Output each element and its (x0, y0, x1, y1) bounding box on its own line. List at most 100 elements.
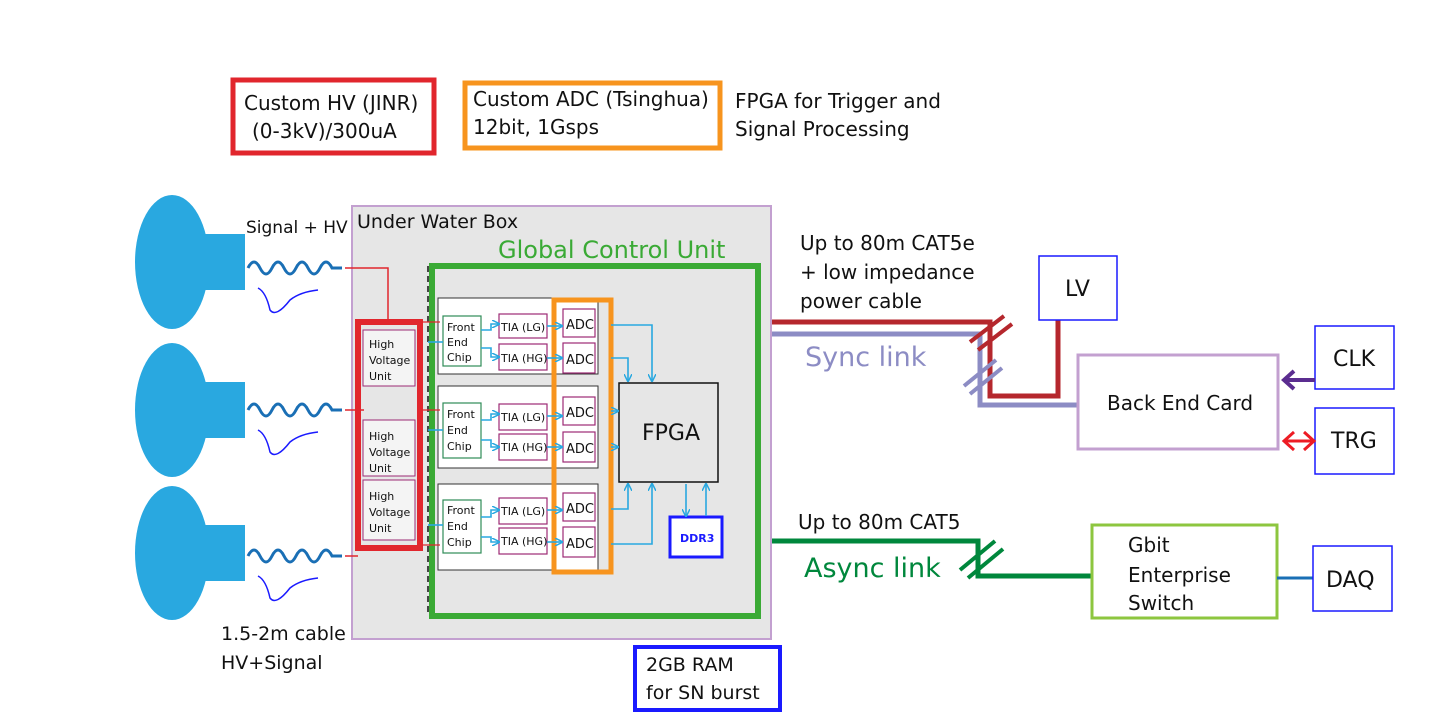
tia-lg-label: TIA (LG) (500, 321, 545, 334)
tia-lg-label: TIA (LG) (500, 411, 545, 424)
svg-text:Up to 80m CAT5e: Up to 80m CAT5e (800, 231, 975, 255)
adc-label: ADC (566, 537, 594, 552)
adc-label: ADC (566, 502, 594, 517)
adc-boxes (562, 308, 596, 558)
back-end-card (1076, 353, 1280, 451)
adc-labels: ADC ADC ADC ADC ADC ADC (566, 318, 594, 552)
sync-link-line (772, 331, 1078, 408)
svg-text:Unit: Unit (369, 462, 392, 475)
legend-hv-line1: Custom HV (JINR) (244, 91, 418, 115)
async-link-line (772, 538, 1092, 579)
cable-break-icon (962, 358, 1004, 396)
clk-box (1314, 325, 1395, 390)
pmt-2 (135, 343, 245, 477)
front-end-chip-1: Front End Chip (442, 315, 482, 367)
lv-box (1038, 255, 1118, 321)
legend-fpga: FPGA for Trigger and Signal Processing (735, 89, 941, 141)
ram-legend-box (633, 645, 782, 712)
async-link-label: Async link (804, 553, 941, 584)
svg-text:+ low impedance: + low impedance (800, 260, 975, 284)
signal-hv-label: Signal + HV (246, 218, 348, 238)
ddr3-label: DDR3 (680, 532, 714, 545)
svg-text:Chip: Chip (447, 351, 472, 364)
hvu-3: High Voltage Unit (362, 479, 416, 541)
pmt-1 (135, 195, 245, 329)
tia-lg-label: TIA (LG) (500, 505, 545, 518)
svg-text:Voltage: Voltage (369, 506, 410, 519)
cat5e-label: Up to 80m CAT5e + low impedance power ca… (800, 231, 975, 313)
fpga-block (618, 382, 719, 483)
svg-text:Unit: Unit (369, 370, 392, 383)
svg-text:End: End (447, 424, 468, 437)
tia-hg-label: TIA (HG) (500, 352, 547, 365)
switch-label-line1: Gbit (1128, 533, 1170, 557)
clk-label: CLK (1333, 347, 1376, 372)
lv-label: LV (1065, 277, 1090, 302)
cable-break-icon (958, 539, 1005, 580)
adc-label: ADC (566, 318, 594, 333)
svg-text:Front: Front (447, 504, 476, 517)
adc-label: ADC (566, 442, 594, 457)
cable-signal-wave-icon (246, 260, 342, 564)
svg-text:Voltage: Voltage (369, 354, 410, 367)
svg-text:Voltage: Voltage (369, 446, 410, 459)
legend-fpga-line1: FPGA for Trigger and (735, 89, 941, 113)
back-end-card-label: Back End Card (1107, 391, 1253, 415)
gbit-switch (1090, 523, 1279, 620)
tia-group-3: TIA (LG) TIA (HG) (498, 497, 548, 555)
svg-text:Chip: Chip (447, 440, 472, 453)
front-end-chip-3: Front End Chip (442, 499, 482, 554)
sync-link-label: Sync link (805, 342, 927, 373)
svg-text:High: High (369, 338, 394, 351)
photomultiplier-tube-icon (135, 343, 209, 477)
legend-adc-line1: Custom ADC (Tsinghua) (473, 87, 709, 111)
tia-group-1: TIA (LG) TIA (HG) (498, 313, 548, 371)
svg-text:1.5-2m cable: 1.5-2m cable (221, 623, 346, 645)
photomultiplier-tube-icon (135, 195, 209, 329)
legend-hv: Custom HV (JINR) (0-3kV)/300uA (230, 77, 437, 156)
daq-label: DAQ (1326, 568, 1375, 593)
trg-box (1314, 407, 1395, 475)
hvu-2: High Voltage Unit (362, 419, 416, 477)
svg-text:Front: Front (447, 321, 476, 334)
cat5-label: Up to 80m CAT5 (798, 510, 960, 534)
ddr3-block (668, 515, 724, 559)
svg-text:High: High (369, 430, 394, 443)
hvu-1: High Voltage Unit (362, 329, 416, 387)
svg-text:HV+Signal: HV+Signal (221, 652, 323, 674)
svg-text:Chip: Chip (447, 536, 472, 549)
trg-label: TRG (1330, 429, 1377, 454)
legend-adc: Custom ADC (Tsinghua) 12bit, 1Gsps (462, 80, 723, 151)
switch-label-line2: Enterprise (1128, 563, 1231, 587)
signal-flow-arrows (428, 324, 706, 544)
hv-module-frame (355, 319, 423, 551)
power-cable-line (772, 319, 1061, 399)
adc-label: ADC (566, 406, 594, 421)
gcu-label: Global Control Unit (498, 236, 725, 264)
svg-text:power cable: power cable (800, 289, 922, 313)
pmt-3 (135, 486, 245, 620)
tia-hg-label: TIA (HG) (500, 441, 547, 454)
photomultiplier-tube-icon (135, 486, 209, 620)
adc-module-frame (551, 297, 614, 575)
adc-label: ADC (566, 353, 594, 368)
cable-break-icon (968, 314, 1014, 352)
svg-text:Unit: Unit (369, 522, 392, 535)
trg-arrow (1281, 430, 1317, 452)
legend-adc-line2: 12bit, 1Gsps (473, 115, 599, 139)
ram-label-line1: 2GB RAM (646, 654, 734, 676)
svg-text:End: End (447, 520, 468, 533)
clk-arrow (1281, 369, 1315, 391)
global-control-unit (429, 263, 761, 619)
tia-hg-label: TIA (HG) (500, 535, 547, 548)
svg-text:End: End (447, 336, 468, 349)
underwater-box-label: Under Water Box (357, 211, 518, 233)
pulse-icon (257, 287, 319, 602)
hv-to-fec-lines (420, 321, 440, 546)
legend-hv-line2: (0-3kV)/300uA (252, 119, 397, 143)
legend-fpga-line2: Signal Processing (735, 117, 910, 141)
ram-label-line2: for SN burst (646, 682, 760, 704)
daq-box (1312, 545, 1393, 612)
front-end-chip-2: Front End Chip (442, 402, 482, 459)
